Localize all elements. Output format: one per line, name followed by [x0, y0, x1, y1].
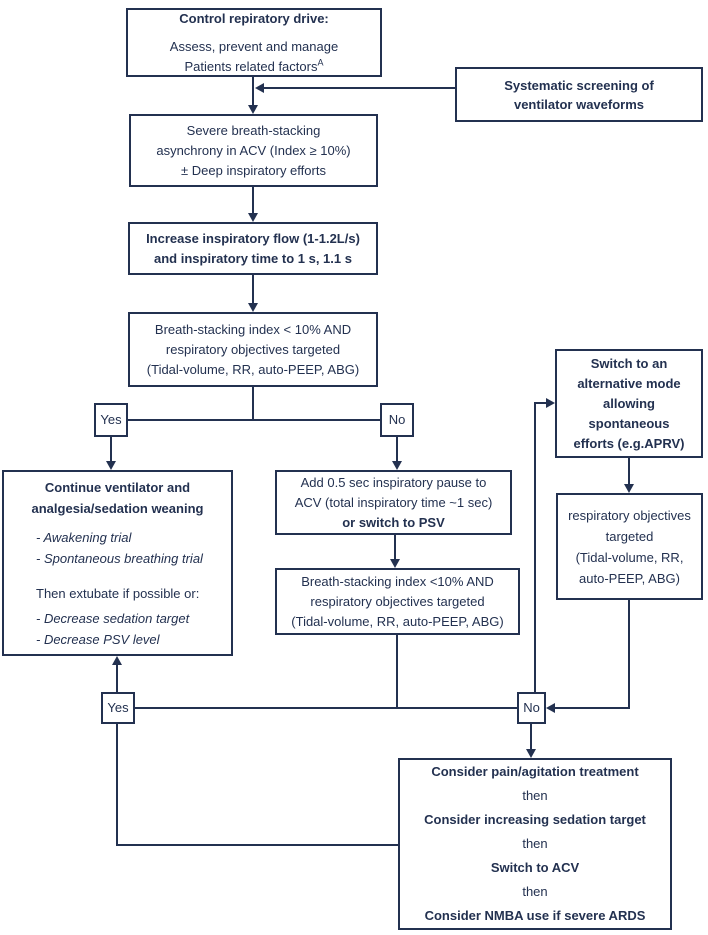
connector-line [116, 663, 118, 692]
text-line: asynchrony in ACV (Index ≥ 10%) [156, 142, 351, 158]
arrowhead-down [248, 105, 258, 114]
connector-line [628, 458, 630, 486]
text-line: auto-PEEP, ABG) [579, 570, 680, 586]
text-line: Consider increasing sedation target [424, 812, 646, 827]
arrowhead-left [546, 703, 555, 713]
connector-line [252, 77, 254, 107]
assessment-box-2: Breath-stacking index <10% AND respirator… [275, 568, 520, 635]
text-line: Breath-stacking index < 10% AND [154, 321, 352, 337]
text-line: - Awakening trial [36, 529, 132, 545]
text-line: Switch to ACV [490, 860, 580, 875]
connector-line [110, 437, 112, 463]
connector-line [534, 402, 547, 404]
text-line: Switch to an [590, 355, 668, 371]
connector-line [530, 724, 532, 751]
text-line: respiratory objectives targeted [165, 341, 341, 357]
text-line: Patients related factorsA [184, 57, 324, 74]
text-line: - Decrease sedation target [36, 610, 190, 626]
arrowhead-down [526, 749, 536, 758]
arrowhead-down [624, 484, 634, 493]
text-line: respiratory objectives [568, 507, 691, 523]
text-line: Increase inspiratory flow (1-1.2L/s) [146, 230, 360, 246]
decision-label: No [388, 412, 406, 427]
connector-line [396, 437, 398, 463]
text-line: Severe breath-stacking [186, 122, 321, 138]
connector-line [264, 87, 455, 89]
text-line: ACV (total inspiratory time ~1 sec) [294, 494, 493, 510]
text-line: then [522, 836, 548, 851]
connector-line [396, 635, 398, 709]
connector-line [252, 387, 254, 421]
arrowhead-down [248, 303, 258, 312]
assessment-box-1: Breath-stacking index < 10% AND respirato… [128, 312, 378, 387]
text-line: efforts (e.g.APRV) [573, 435, 685, 451]
text-line: ± Deep inspiratory efforts [181, 162, 326, 178]
continue-weaning-box: Continue ventilator and analgesia/sedatio… [2, 470, 233, 656]
arrowhead-down [106, 461, 116, 470]
text-line: alternative mode [577, 375, 681, 391]
text-line: respiratory objectives targeted [310, 593, 485, 609]
text-line: Consider NMBA use if severe ARDS [424, 908, 646, 923]
text-line: and inspiratory time to 1 s, 1.1 s [154, 250, 352, 266]
connector-line [116, 844, 398, 846]
decision-no-2: No [517, 692, 546, 724]
connector-line [116, 724, 118, 846]
text-line: (Tidal-volume, RR, auto-PEEP, ABG) [146, 361, 360, 377]
decision-label: Yes [100, 412, 122, 427]
text-line: (Tidal-volume, RR, auto-PEEP, ABG) [291, 613, 504, 629]
decision-no-1: No [380, 403, 414, 437]
decision-yes-1: Yes [94, 403, 128, 437]
connector-line [135, 707, 517, 709]
connector-line [534, 402, 536, 692]
connector-line [128, 419, 380, 421]
severe-asynchrony-box: Severe breath-stacking asynchrony in ACV … [129, 114, 378, 187]
text-line: - Decrease PSV level [36, 631, 160, 647]
text-line: Breath-stacking index <10% AND [301, 573, 494, 589]
text-line: or switch to PSV [342, 514, 445, 530]
text-line: Continue ventilator and [44, 479, 191, 495]
arrowhead-left [255, 83, 264, 93]
control-drive-box: Control repiratory drive: Assess, prevent… [126, 8, 382, 77]
connector-line [628, 600, 630, 709]
decision-label: Yes [107, 700, 129, 715]
inspiratory-pause-box: Add 0.5 sec inspiratory pause to ACV (tot… [275, 470, 512, 535]
text-line: Consider pain/agitation treatment [431, 764, 639, 779]
arrowhead-up [112, 656, 122, 665]
connector-line [252, 275, 254, 305]
text-line: Assess, prevent and manage [169, 38, 339, 54]
connector-line [555, 707, 630, 709]
screening-box: Systematic screening of ventilator wavefo… [455, 67, 703, 122]
arrowhead-down [248, 213, 258, 222]
text-line: then [522, 884, 548, 899]
text-line: - Spontaneous breathing trial [36, 550, 203, 566]
text-line: Control repiratory drive: [179, 10, 329, 26]
text-line: analgesia/sedation weaning [31, 500, 204, 516]
arrowhead-down [392, 461, 402, 470]
text-line: ventilator waveforms [513, 96, 645, 112]
text-line: Then extubate if possible or: [36, 585, 200, 601]
decision-yes-2: Yes [101, 692, 135, 724]
superscript-note: A [317, 57, 324, 68]
text-line: then [522, 788, 548, 803]
text-line: (Tidal-volume, RR, [575, 549, 684, 565]
arrowhead-right [546, 398, 555, 408]
objectives-targeted-box: respiratory objectives targeted (Tidal-vol… [556, 493, 703, 600]
text-line: Add 0.5 sec inspiratory pause to [300, 474, 487, 490]
increase-flow-box: Increase inspiratory flow (1-1.2L/s) and … [128, 222, 378, 275]
text-line: allowing [603, 395, 655, 411]
arrowhead-down [390, 559, 400, 568]
connector-line [394, 535, 396, 561]
text-line: Systematic screening of [504, 77, 654, 93]
decision-label: No [523, 700, 540, 715]
text-line: spontaneous [588, 415, 670, 431]
text-line: targeted [605, 528, 654, 544]
alternative-mode-box: Switch to an alternative mode allowing spon… [555, 349, 703, 458]
connector-line [252, 187, 254, 215]
